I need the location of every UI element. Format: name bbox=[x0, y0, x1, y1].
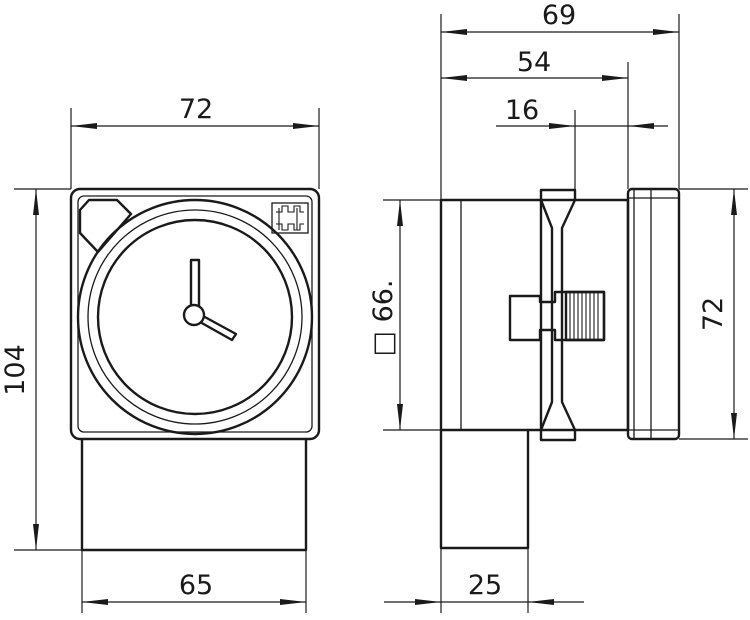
clock-hub bbox=[182, 303, 206, 327]
side-base bbox=[439, 430, 530, 550]
front-view bbox=[69, 187, 321, 552]
clock-hand-minute bbox=[198, 314, 238, 342]
dim-label-side-depth-54: 54 bbox=[517, 47, 551, 78]
dimension-side-total-depth: 69 bbox=[440, 0, 680, 200]
knurled-knob-icon bbox=[564, 290, 606, 342]
front-base bbox=[80, 439, 308, 552]
side-rear-body bbox=[439, 198, 543, 432]
front-housing bbox=[69, 187, 321, 441]
dimension-side-height: 72 bbox=[679, 188, 748, 440]
dim-label-side-total-depth: 69 bbox=[542, 0, 576, 31]
dim-label-panel-cutout: □ 66. bbox=[368, 279, 399, 356]
dimension-side-depth-16: 16 bbox=[496, 95, 668, 190]
side-sleeve bbox=[541, 198, 630, 432]
dim-label-side-base-width: 25 bbox=[468, 570, 502, 601]
dim-label-side-height: 72 bbox=[698, 297, 729, 331]
side-view bbox=[439, 187, 681, 550]
side-bracket bbox=[539, 188, 577, 442]
dimension-front-height: 104 bbox=[0, 188, 82, 551]
clock-hand-hour bbox=[189, 258, 201, 310]
dim-label-side-depth-16: 16 bbox=[505, 95, 539, 126]
dimension-front-width: 72 bbox=[70, 94, 320, 189]
clock-icon bbox=[76, 198, 314, 436]
dimension-front-base-width: 65 bbox=[81, 550, 307, 613]
dimension-side-depth-54: 54 bbox=[441, 47, 629, 189]
dim-label-front-width: 72 bbox=[179, 94, 213, 125]
heater-icon bbox=[271, 202, 309, 234]
dimension-side-base-width: 25 bbox=[384, 548, 584, 613]
dim-label-front-height: 104 bbox=[0, 344, 31, 396]
side-front-bezel bbox=[626, 187, 681, 441]
dim-label-front-base-width: 65 bbox=[179, 570, 213, 601]
dimension-panel-cutout: □ 66. bbox=[368, 199, 441, 431]
